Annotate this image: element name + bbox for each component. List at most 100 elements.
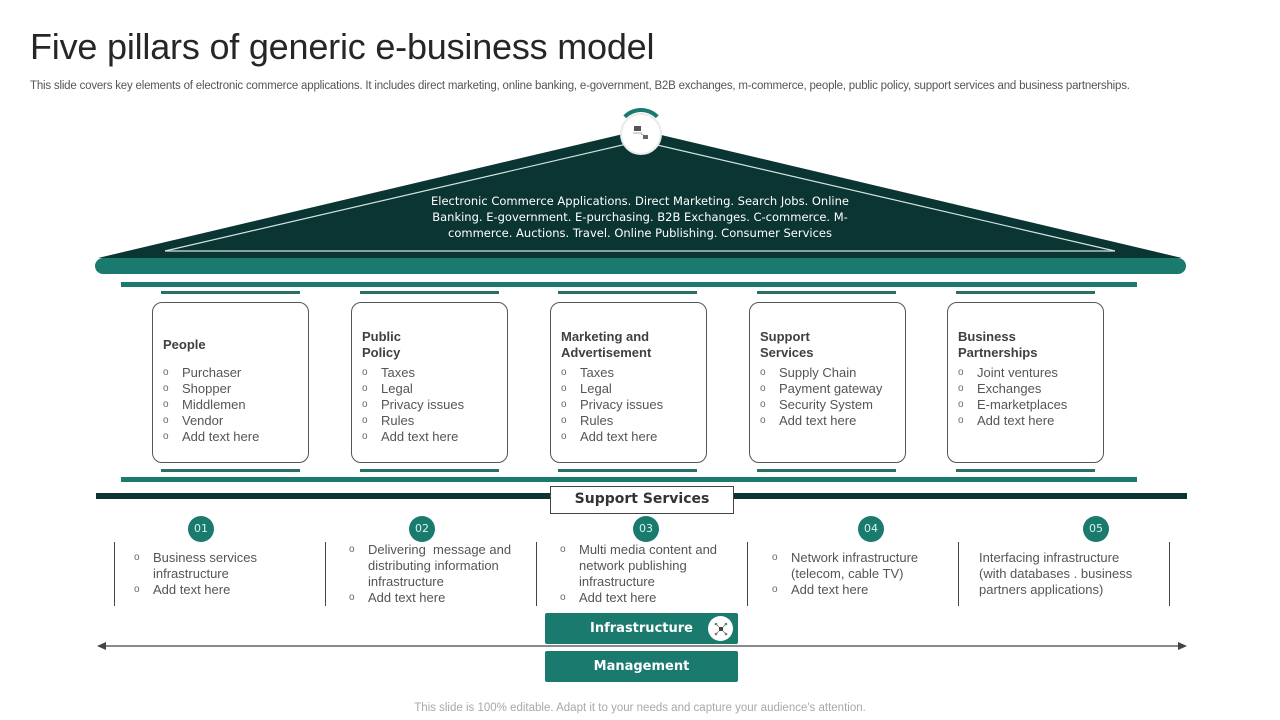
bullet-icon: o [760,399,766,410]
pillar-title: Public Policy [362,329,402,360]
bullet-icon: o [561,399,567,410]
support-services-label: Support Services [550,486,734,514]
pillar-title: Support Services [760,329,814,360]
bullet-icon: o [134,584,140,595]
bullet-icon: o [362,399,368,410]
support-column-05: Interfacing infrastructure (with databas… [979,550,1149,598]
step-badge-02: 02 [409,516,435,542]
lower-beam [121,477,1137,482]
step-badge-04: 04 [858,516,884,542]
pillar-title: Business Partnerships [958,329,1038,360]
upper-beam [121,282,1137,287]
bullet-icon: o [163,399,169,410]
bullet-icon: o [760,367,766,378]
bullet-icon: o [362,431,368,442]
pillar-base-3 [558,469,697,472]
bullet-icon: o [561,367,567,378]
pillar-cap-1 [161,291,300,294]
column-divider [1169,542,1171,606]
footer-note: This slide is 100% editable. Adapt it to… [414,702,866,714]
bullet-icon: o [772,552,778,563]
column-divider [958,542,960,606]
roof-beam [95,258,1186,274]
pillar-base-2 [360,469,499,472]
bullet-icon: o [958,415,964,426]
pillar-title: Marketing and Advertisement [561,329,652,360]
pillar-cap-3 [558,291,697,294]
pillar-base-1 [161,469,300,472]
page-title: Five pillars of generic e-business model [30,26,655,67]
column-divider [114,542,116,606]
pillar-base-5 [956,469,1095,472]
roof-badge-arc [616,108,666,158]
roof-triangle [98,130,1182,258]
column-text: Interfacing infrastructure (with databas… [979,550,1133,597]
page-subtitle: This slide covers key elements of electr… [30,80,1130,92]
bullet-icon: o [560,592,566,603]
bullet-icon: o [560,544,566,555]
bullet-icon: o [958,383,964,394]
roof-text: Electronic Commerce Applications. Direct… [431,194,849,240]
bullet-icon: o [163,383,169,394]
bullet-icon: o [958,399,964,410]
pillar-cap-2 [360,291,499,294]
infrastructure-label: Infrastructure [590,621,693,636]
arrow-left-head [97,642,106,650]
bullet-icon: o [958,367,964,378]
bullet-icon: o [760,383,766,394]
bullet-icon: o [349,544,355,555]
bullet-icon: o [772,584,778,595]
pillar-cap-4 [757,291,896,294]
bullet-icon: o [362,415,368,426]
step-badge-03: 03 [633,516,659,542]
bullet-icon: o [561,431,567,442]
management-button[interactable]: Management [545,651,738,682]
bullet-icon: o [760,415,766,426]
infrastructure-button[interactable]: Infrastructure [545,613,738,644]
bullet-icon: o [362,383,368,394]
shopping-cart-icon [630,121,652,148]
step-badge-01: 01 [188,516,214,542]
network-icon [708,616,733,641]
column-divider [536,542,538,606]
pillar-cap-5 [956,291,1095,294]
